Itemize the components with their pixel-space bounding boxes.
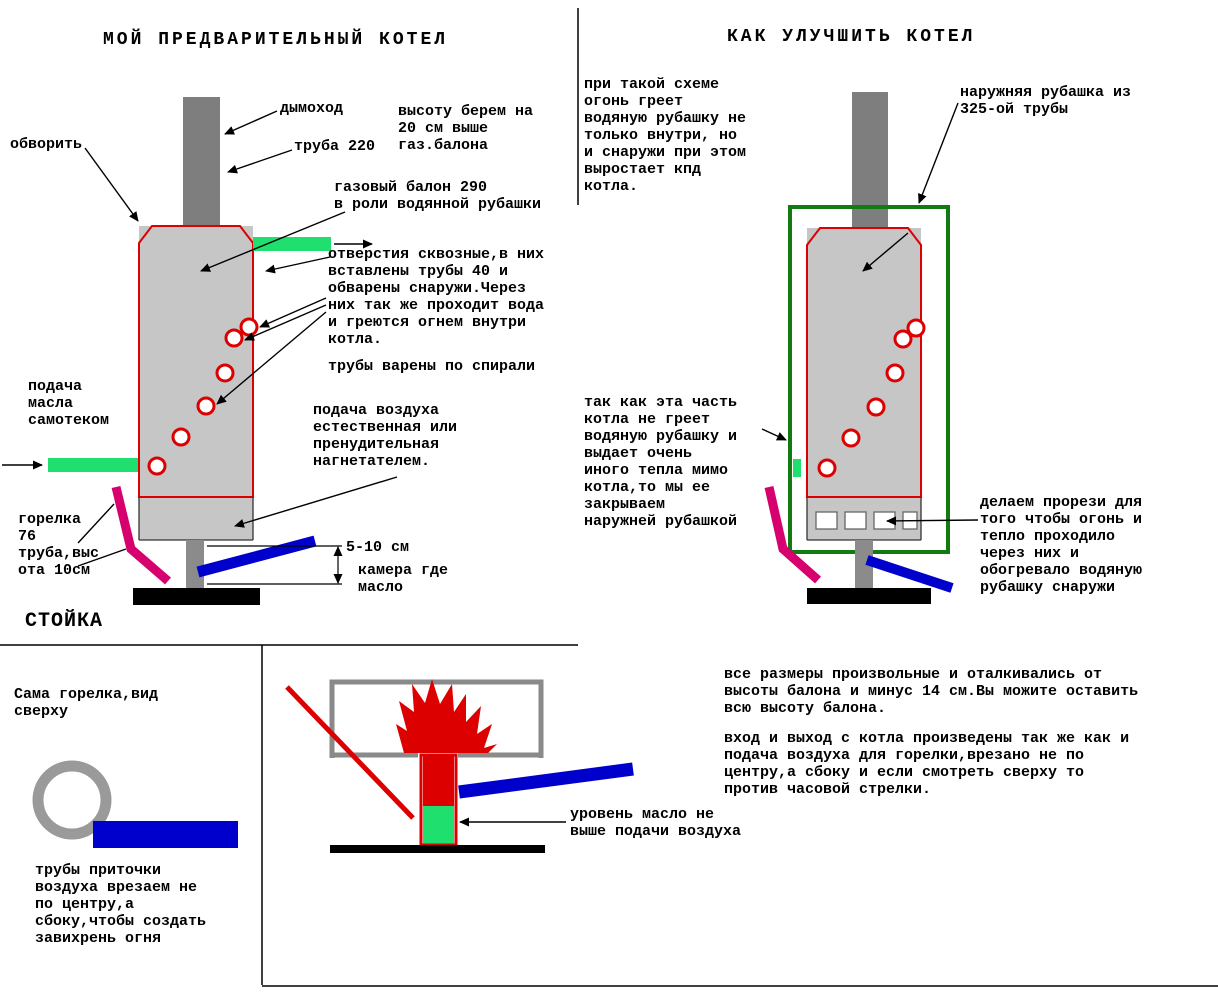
burner-topview-ring [32, 760, 112, 840]
right-hole-1 [817, 458, 837, 478]
label-naruzhnaya-rubashka: наружняя рубашка из 325-ой трубы [960, 84, 1132, 118]
label-truby-pritochki: трубы приточки воздуха врезаем не по цен… [35, 862, 207, 947]
left-hole-5 [224, 328, 244, 348]
right-hole-3 [866, 397, 886, 417]
burner-oil-level [423, 806, 454, 844]
burner-vessel-outline [329, 679, 544, 758]
label-kamera: камера где масло [358, 562, 449, 596]
right-panel-title: КАК УЛУЧШИТЬ КОТЕЛ [727, 27, 976, 47]
left-hole-4 [215, 363, 235, 383]
pointer-tak-kak [761, 428, 787, 441]
note-tak-kak: так как эта часть котла не греет водяную… [584, 394, 738, 530]
left-hole-6 [239, 317, 259, 337]
left-chimney [183, 97, 220, 228]
pointer-gorelka-1 [77, 503, 115, 544]
right-boiler-body [807, 228, 921, 496]
left-burner-pipe [111, 485, 171, 585]
right-hole-2 [841, 428, 861, 448]
note-vse-razmery: все размеры произвольные и оталкивались … [724, 666, 1139, 717]
pointer-otverstiya-hole-top [259, 297, 327, 328]
label-razmer-5-10: 5-10 см [346, 539, 410, 556]
pointer-truba-220 [227, 149, 293, 174]
label-otverstiya: отверстия сквозные,в них вставлены трубы… [328, 246, 545, 348]
right-hole-6 [906, 318, 926, 338]
right-stand-base [807, 588, 931, 604]
right-stem [855, 540, 873, 588]
label-podacha-vozduha: подача воздуха естественная или пренудит… [313, 402, 458, 470]
burner-pipe-flame-fill [423, 756, 454, 806]
pointer-otverstiya-hole-low [216, 311, 327, 405]
right-hole-4 [885, 363, 905, 383]
left-bottom-chamber [139, 497, 253, 540]
label-obvorit: обворить [10, 136, 83, 153]
label-stoyka: СТОЙКА [25, 610, 104, 633]
label-truba-220: труба 220 [294, 138, 376, 155]
left-hole-3 [196, 396, 216, 416]
label-sama-gorelka: Сама горелка,вид сверху [14, 686, 159, 720]
left-stand-base [133, 588, 260, 605]
burner-base [330, 845, 545, 853]
left-panel-title: МОЙ ПРЕДВАРИТЕЛЬНЫЙ КОТЕЛ [103, 30, 449, 50]
right-air-pipe [865, 555, 954, 593]
label-gorelka: горелка 76 труба,выс ота 10см [18, 511, 100, 579]
label-vysota: высоту берем на 20 см выше газ.балона [398, 103, 534, 154]
left-boiler-body [139, 226, 253, 496]
label-podacha-masla: подача масла самотеком [28, 378, 110, 429]
right-burner-pipe [764, 486, 821, 584]
left-hole-1 [147, 456, 167, 476]
left-inlet-pipe [48, 458, 138, 472]
label-delaem-prorezi: делаем прорези для того чтобы огонь и те… [980, 494, 1143, 596]
label-uroven-masla: уровень масло не выше подачи воздуха [570, 806, 742, 840]
note-vhod-vyhod: вход и выход с котла произведены так же … [724, 730, 1130, 798]
pointer-delaem-prorezi [886, 516, 979, 526]
right-inlet-stub [793, 459, 801, 477]
right-slot-1 [815, 511, 838, 530]
left-outlet-pipe [253, 237, 331, 251]
pointer-obvorit [84, 147, 139, 222]
pointer-naruzhnaya-rubashka [918, 102, 959, 204]
right-hole-5 [893, 329, 913, 349]
pointer-dymohod [224, 110, 278, 135]
pointer-right-body [862, 232, 909, 272]
pointer-gazovy-balon [200, 211, 346, 272]
burner-oil-feed-line [285, 685, 415, 820]
label-dymohod: дымоход [280, 100, 344, 117]
left-hole-2 [171, 427, 191, 447]
burner-topview-air-pipe [93, 821, 238, 848]
pointer-podacha-vozduha [234, 476, 398, 528]
pointer-otverstiya-junction [265, 256, 331, 274]
pointer-gorelka-2 [77, 548, 127, 567]
pointer-otverstiya-hole-mid [244, 304, 327, 341]
right-slot-2 [844, 511, 867, 530]
left-stem [186, 540, 204, 588]
flame [396, 679, 497, 753]
note-pri-takoy-sheme: при такой схеме огонь греет водяную руба… [584, 76, 747, 195]
burner-air-supply-pipe [458, 762, 634, 799]
label-gazovy-balon: газовый балон 290 в роли водянной рубашк… [334, 179, 542, 213]
label-spirali: трубы варены по спирали [328, 358, 536, 375]
